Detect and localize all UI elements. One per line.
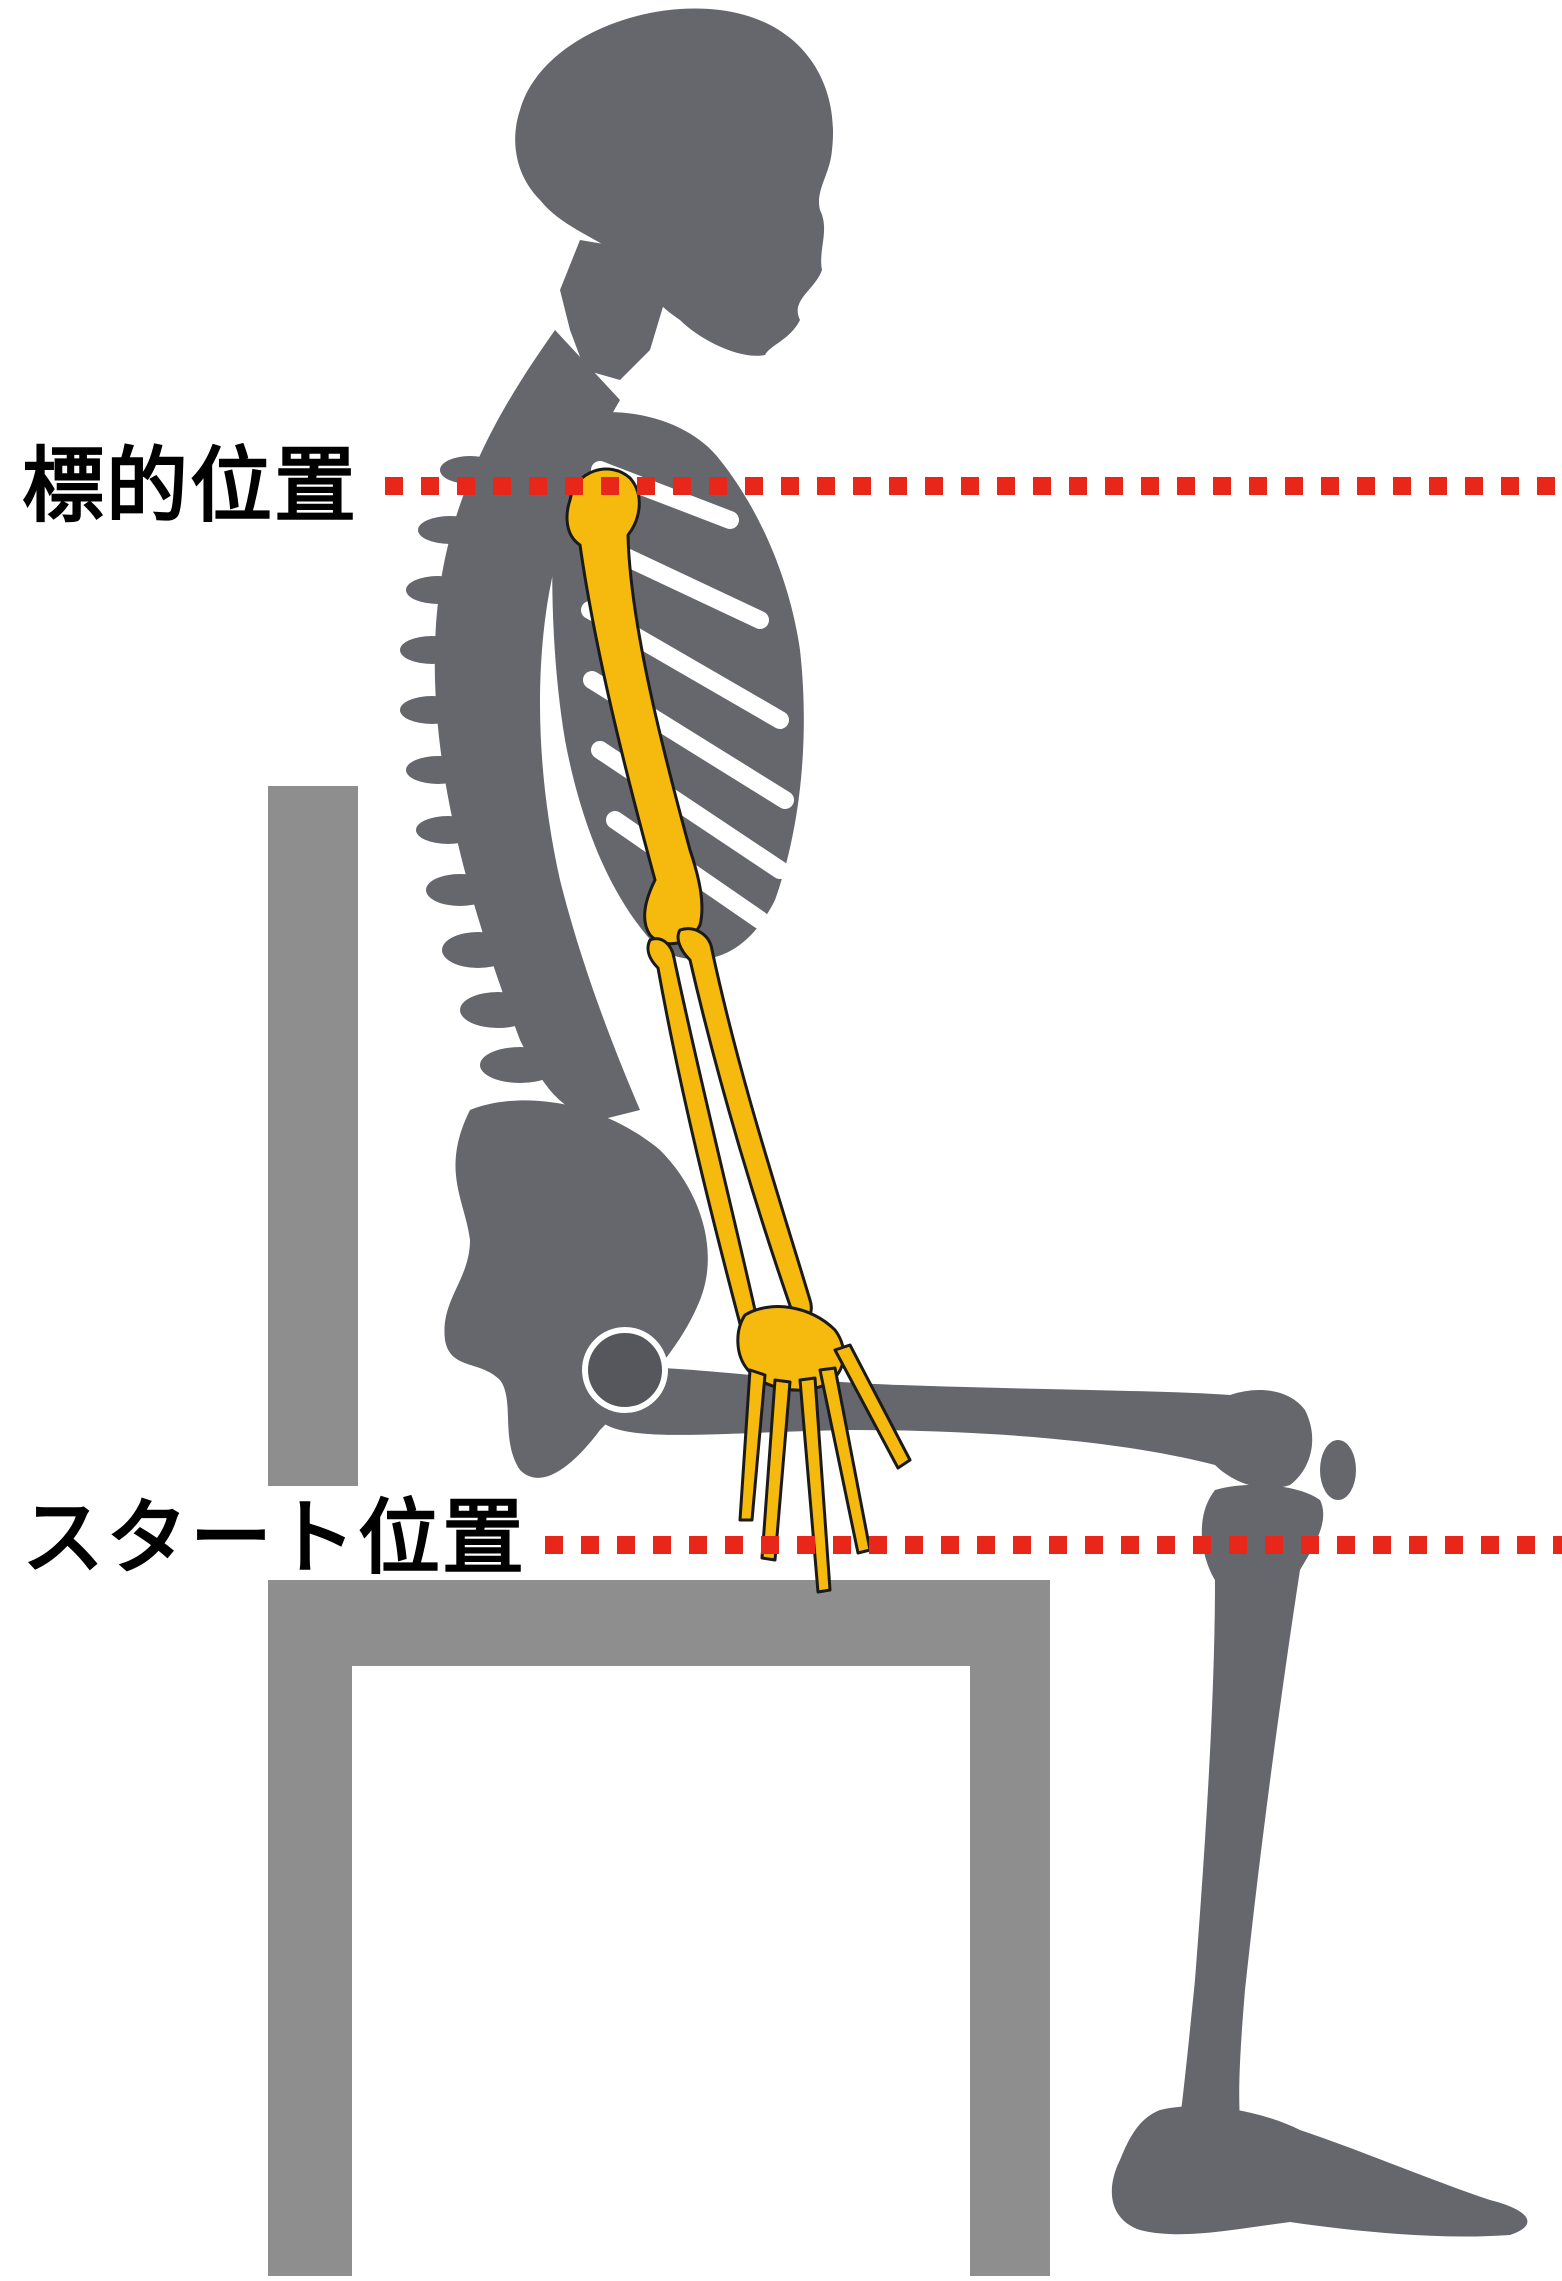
skeleton-body — [400, 8, 1527, 2236]
chair-seat — [268, 1580, 1050, 1666]
target-position-label: 標的位置 — [22, 446, 358, 528]
foot — [1112, 2106, 1528, 2236]
start-position-label: スタート位置 — [22, 1498, 526, 1580]
patella — [1320, 1440, 1356, 1500]
femur — [585, 1367, 1313, 1488]
skull — [515, 8, 833, 355]
chair-rear-leg — [970, 1580, 1050, 2276]
tibia — [1180, 1485, 1323, 2120]
chair-backrest — [268, 786, 358, 1486]
chair-front-leg-left — [268, 1580, 352, 2276]
hip-joint — [585, 1330, 665, 1410]
